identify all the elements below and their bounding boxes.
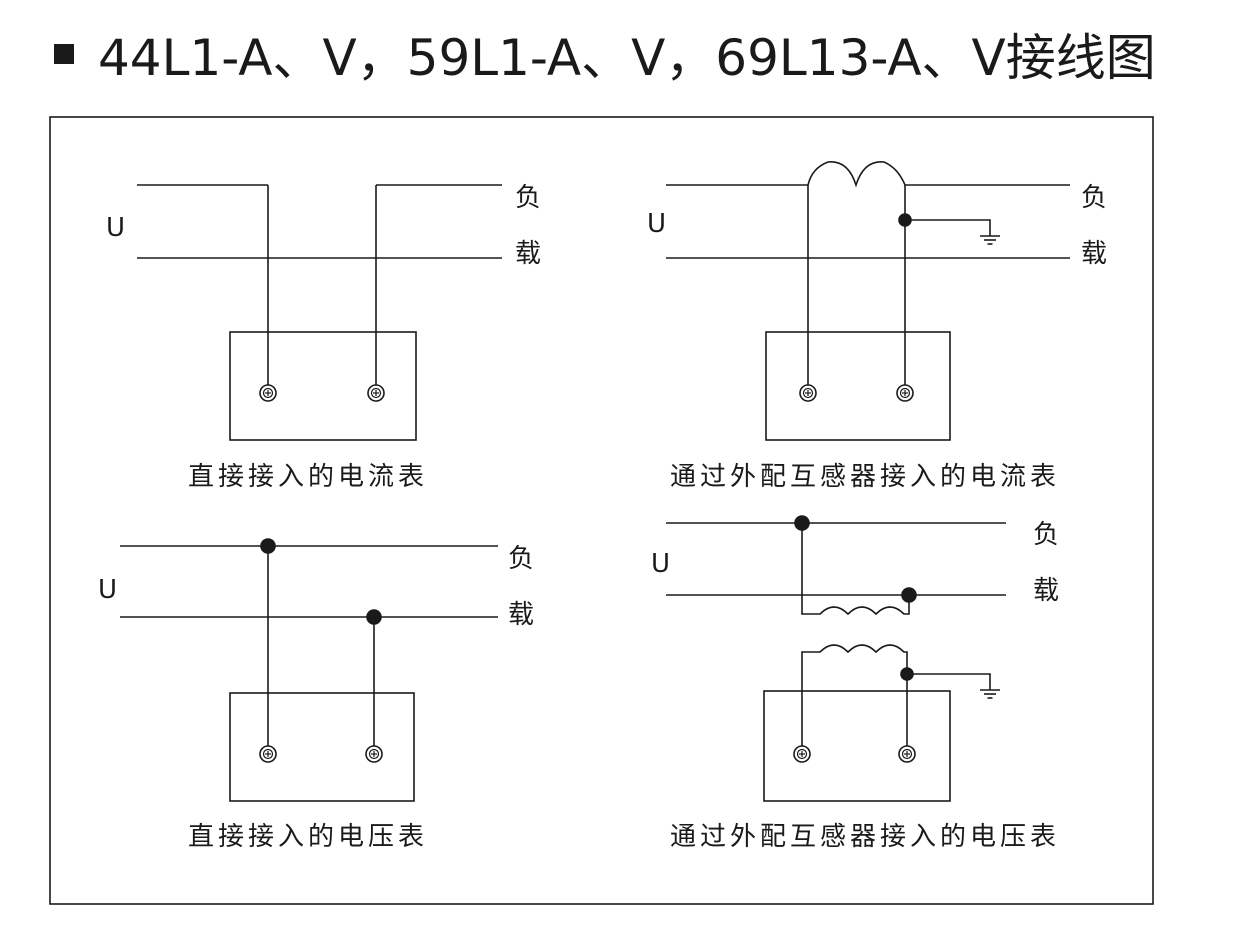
panel-transformer-voltage: U 负 载 通过外配互感器接入的电压表 (651, 515, 1060, 852)
meter-box (229, 692, 415, 802)
caption-transformer-voltage: 通过外配互感器接入的电压表 (670, 822, 1060, 852)
junction-dot (260, 538, 276, 554)
source-label: U (647, 209, 666, 239)
meter-box (765, 331, 951, 441)
load-label-top: 负 (1033, 520, 1059, 550)
source-label: U (651, 549, 670, 579)
caption-direct-voltage: 直接接入的电压表 (188, 822, 428, 852)
load-label-top: 负 (508, 544, 534, 574)
pt-primary-coil (801, 523, 910, 616)
terminal-icon (365, 745, 383, 763)
load-label-bottom: 载 (1033, 576, 1059, 606)
ground-wire (905, 219, 991, 236)
diagram-frame (49, 116, 1154, 905)
junction-dot (901, 587, 917, 603)
panel-direct-voltage: U 负 载 直接接入的电压表 (98, 538, 534, 852)
ground-icon (979, 689, 1001, 699)
terminal-icon (799, 384, 817, 402)
junction-dot (900, 667, 914, 681)
panel-direct-current: U 负 载 直接接入的电流表 (106, 183, 541, 492)
junction-dot (898, 213, 912, 227)
terminal-icon (793, 745, 811, 763)
terminal-icon (259, 745, 277, 763)
ct-coil (807, 161, 906, 188)
terminal-icon (367, 384, 385, 402)
load-label-bottom: 载 (515, 239, 541, 269)
load-label-top: 负 (1081, 183, 1107, 213)
terminal-icon (896, 384, 914, 402)
junction-dot (366, 609, 382, 625)
page-title: 44L1-A、V，59L1-A、V，69L13-A、V接线图 (54, 14, 1156, 94)
meter-box (763, 690, 951, 802)
load-label-top: 负 (515, 183, 541, 213)
terminal-icon (259, 384, 277, 402)
source-label: U (106, 213, 125, 243)
caption-direct-current: 直接接入的电流表 (188, 462, 428, 492)
caption-transformer-current: 通过外配互感器接入的电流表 (670, 462, 1060, 492)
panel-transformer-current: U 负 载 通过外配互感器接入的电流表 (647, 161, 1107, 492)
terminal-icon (898, 745, 916, 763)
junction-dot (794, 515, 810, 531)
source-label: U (98, 575, 117, 605)
title-text: 44L1-A、V，59L1-A、V，69L13-A、V接线图 (98, 29, 1156, 87)
ground-icon (979, 235, 1001, 245)
ground-wire (907, 673, 991, 690)
load-label-bottom: 载 (508, 600, 534, 630)
pt-secondary-coil (801, 644, 908, 754)
meter-box (229, 331, 417, 441)
bullet-square-icon (54, 44, 74, 64)
load-label-bottom: 载 (1081, 239, 1107, 269)
